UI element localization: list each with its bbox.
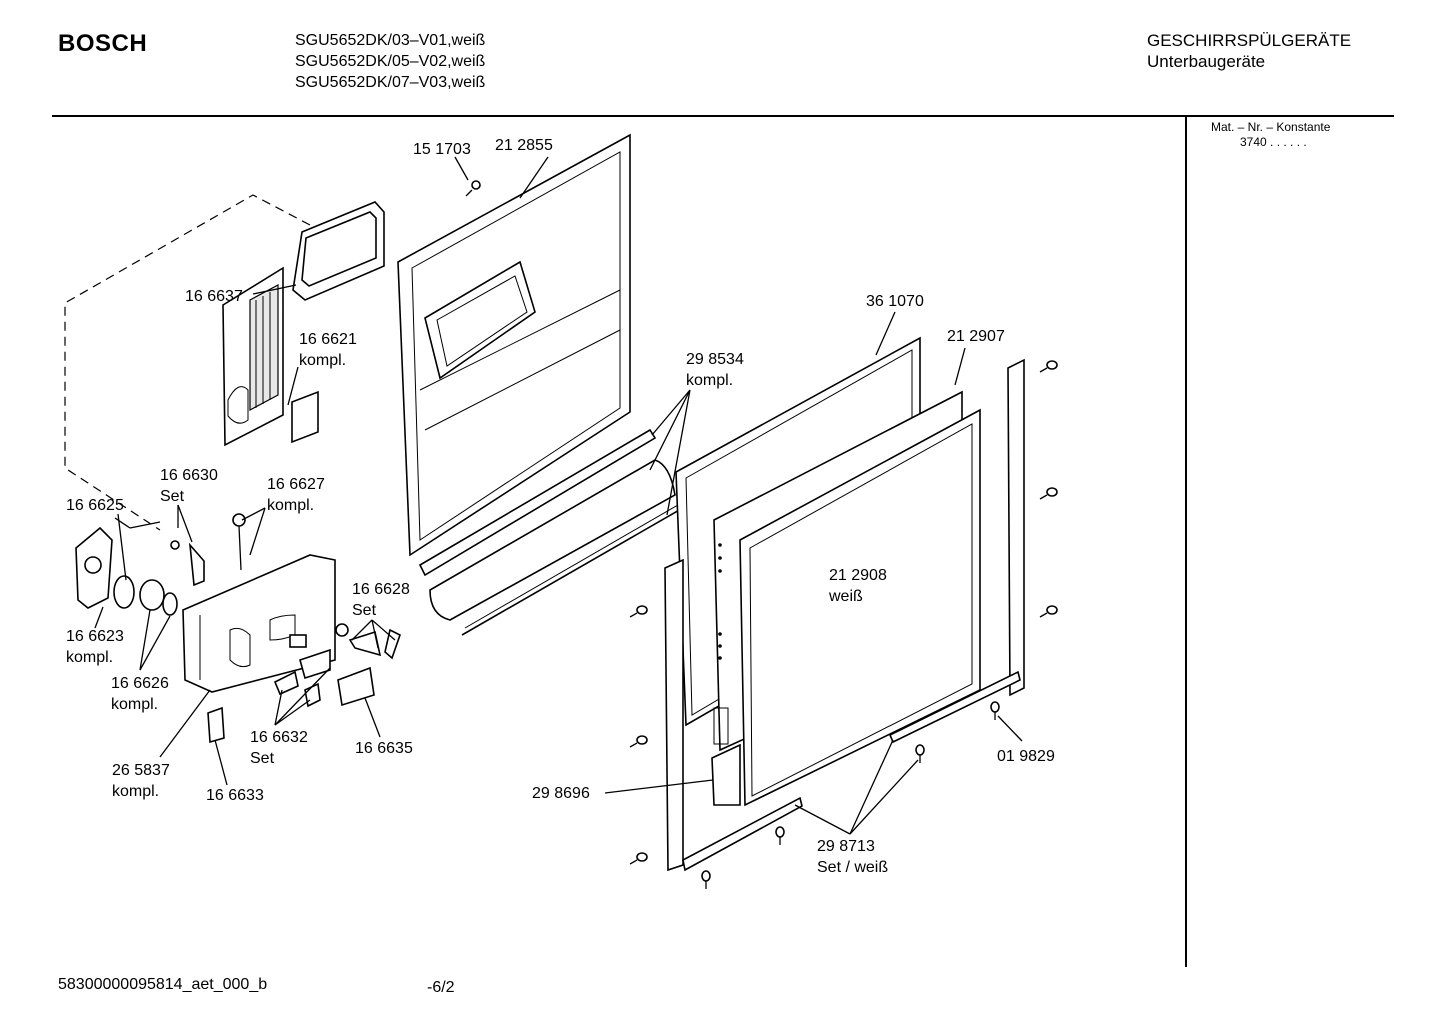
exploded-view-drawing bbox=[64, 133, 1058, 889]
part-note: kompl. bbox=[299, 352, 347, 369]
mat-number-value: 3740 . . . . . . bbox=[1240, 135, 1307, 149]
callout-166627: 16 6627 kompl. bbox=[267, 474, 325, 516]
part-note: Set bbox=[352, 602, 377, 619]
callout-212908: 21 2908 weiß bbox=[829, 565, 887, 607]
callout-166623: 16 6623 kompl. bbox=[66, 626, 124, 668]
part-note: Set bbox=[250, 750, 275, 767]
part-number: 26 5837 bbox=[112, 762, 170, 779]
part-number: 21 2907 bbox=[947, 328, 1005, 345]
brand-logo: BOSCH bbox=[58, 30, 148, 57]
part-number: 16 6637 bbox=[185, 288, 243, 305]
part-note: kompl. bbox=[66, 649, 114, 666]
part-number: 01 9829 bbox=[997, 748, 1055, 765]
part-number: 16 6632 bbox=[250, 729, 308, 746]
part-note: Set bbox=[160, 488, 185, 505]
part-number: 16 6628 bbox=[352, 581, 410, 598]
part-number: 16 6633 bbox=[206, 787, 264, 804]
part-number: 16 6626 bbox=[111, 675, 169, 692]
part-note: Set / weiß bbox=[817, 859, 889, 876]
callout-212855: 21 2855 bbox=[495, 135, 553, 156]
inner-door-panel-part bbox=[397, 133, 631, 557]
dispenser-housing-part bbox=[182, 554, 336, 693]
part-number: 29 8713 bbox=[817, 838, 875, 855]
callout-166637: 16 6637 bbox=[185, 286, 243, 307]
window-frame-part bbox=[292, 201, 385, 301]
leader-lines bbox=[94, 156, 1023, 835]
category-title: GESCHIRRSPÜLGERÄTE bbox=[1147, 31, 1352, 50]
model-line: SGU5652DK/07–V03,weiß bbox=[295, 74, 486, 91]
screw-part bbox=[465, 180, 481, 197]
mat-number-label: Mat. – Nr. – Konstante bbox=[1211, 120, 1331, 134]
part-note: weiß bbox=[829, 588, 863, 605]
part-note: kompl. bbox=[686, 372, 734, 389]
callout-019829: 01 9829 bbox=[997, 746, 1055, 767]
callout-361070: 36 1070 bbox=[866, 291, 924, 312]
page-number: -6/2 bbox=[427, 979, 455, 996]
part-number: 16 6627 bbox=[267, 476, 325, 493]
model-line: SGU5652DK/03–V01,weiß bbox=[295, 32, 486, 49]
model-line: SGU5652DK/05–V02,weiß bbox=[295, 53, 486, 70]
part-number: 36 1070 bbox=[866, 293, 924, 310]
product-category: GESCHIRRSPÜLGERÄTE Unterbaugeräte bbox=[1147, 30, 1351, 72]
document-id: 58300000095814_aet_000_b bbox=[58, 976, 268, 993]
part-number: 15 1703 bbox=[413, 141, 471, 158]
side-trim-part bbox=[664, 358, 1025, 872]
callout-166635: 16 6635 bbox=[355, 738, 413, 759]
callout-298696: 29 8696 bbox=[532, 783, 590, 804]
callout-166621: 16 6621 kompl. bbox=[299, 329, 357, 371]
callout-151703: 15 1703 bbox=[413, 139, 471, 160]
bottom-trim-part bbox=[682, 670, 1021, 872]
callout-212907: 21 2907 bbox=[947, 326, 1005, 347]
header-divider bbox=[52, 115, 1394, 117]
part-number: 29 8696 bbox=[532, 785, 590, 802]
seal-strip-part bbox=[418, 428, 691, 636]
callout-298534: 29 8534 kompl. bbox=[686, 349, 744, 391]
part-note: kompl. bbox=[267, 497, 315, 514]
part-number: 16 6625 bbox=[66, 497, 124, 514]
part-number: 16 6623 bbox=[66, 628, 124, 645]
part-number: 21 2908 bbox=[829, 567, 887, 584]
part-number: 16 6630 bbox=[160, 467, 218, 484]
callout-265837: 26 5837 kompl. bbox=[112, 760, 170, 802]
callout-166633: 16 6633 bbox=[206, 785, 264, 806]
dispenser-cover-part bbox=[222, 266, 319, 447]
part-number: 29 8534 bbox=[686, 351, 744, 368]
group-outline bbox=[64, 194, 311, 531]
model-list: SGU5652DK/03–V01,weiß SGU5652DK/05–V02,w… bbox=[295, 30, 485, 93]
mounting-screws bbox=[629, 360, 1058, 889]
part-number: 21 2855 bbox=[495, 137, 553, 154]
seal-ring-part bbox=[113, 575, 178, 616]
part-note: kompl. bbox=[111, 696, 159, 713]
callout-166625: 16 6625 bbox=[66, 495, 124, 516]
callout-166626: 16 6626 kompl. bbox=[111, 673, 169, 715]
part-number: 16 6635 bbox=[355, 740, 413, 757]
category-subtitle: Unterbaugeräte bbox=[1147, 52, 1266, 71]
part-note: kompl. bbox=[112, 783, 160, 800]
side-divider bbox=[1185, 115, 1187, 967]
part-number: 16 6621 bbox=[299, 331, 357, 348]
dispenser-lid-part bbox=[75, 526, 113, 609]
